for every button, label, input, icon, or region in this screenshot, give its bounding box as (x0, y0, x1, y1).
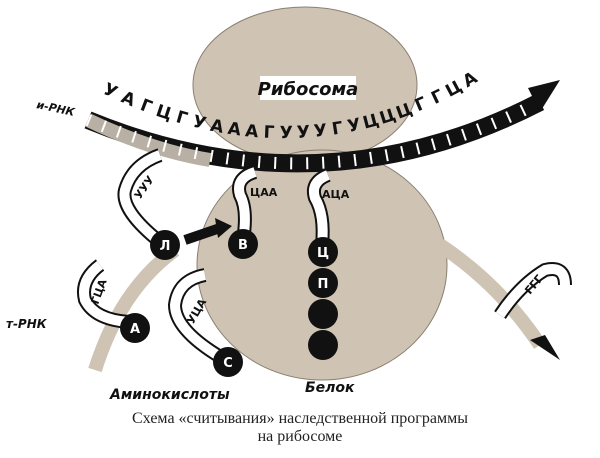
nucleotide: Г (412, 93, 430, 116)
figure-caption: Схема «считывания» наследственной програ… (0, 410, 600, 446)
nucleotide: Г (263, 123, 275, 143)
svg-text:С: С (223, 356, 233, 371)
trna-uca: УЦА (167, 268, 226, 365)
trna-uuu: УУУ (117, 148, 165, 248)
nucleotide: У (100, 79, 120, 103)
anticodon: АЦА (322, 188, 350, 201)
caption-line-2: на рибосоме (257, 428, 343, 445)
nucleotide: У (296, 122, 310, 143)
nucleotide: Г (137, 95, 154, 118)
transfer-arrowhead (215, 218, 232, 238)
amino-acid-v: В (228, 229, 258, 259)
trna-aca: АЦА (306, 168, 350, 246)
ribosome-label: Рибосома (258, 79, 359, 100)
amino-acid-a: А (120, 313, 150, 343)
mrna-ticks (85, 96, 543, 170)
svg-text:А: А (130, 322, 140, 337)
nucleotide: У (313, 121, 328, 142)
nucleotide: Ц (394, 99, 416, 123)
svg-text:Ц: Ц (317, 246, 329, 261)
nucleotide: У (280, 123, 293, 143)
nucleotide: Г (330, 118, 344, 139)
nucleotide: А (244, 121, 260, 142)
amino-acid-s: С (213, 347, 243, 377)
trna-caa: ЦАА (232, 165, 278, 242)
nucleotide: Г (174, 107, 190, 129)
nucleotide: А (209, 116, 226, 138)
amino-acid-l: Л (150, 230, 180, 260)
ribosome-label-box (260, 76, 356, 100)
mrna-arrowhead (528, 80, 560, 112)
nucleotide: У (346, 115, 363, 137)
caption-line-1: Схема «считывания» наследственной програ… (132, 410, 468, 427)
svg-text:В: В (238, 238, 248, 253)
trna-label: т-РНК (6, 317, 48, 331)
svg-text:Л: Л (160, 239, 171, 254)
amino-acids-label: Аминокислоты (109, 387, 230, 403)
nucleotide: Ц (377, 105, 398, 129)
protein-label: Белок (305, 380, 355, 396)
nucleotide: Ц (153, 101, 174, 125)
mrna-strand-start (84, 113, 212, 167)
trna-ggg: ГГГ (494, 262, 572, 319)
nucleotide: Ц (361, 110, 381, 133)
exit-arrowhead (530, 335, 560, 360)
mrna-label: и-РНК (35, 98, 76, 119)
trna-entry-path (88, 244, 180, 373)
nucleotide: А (118, 88, 139, 112)
protein-chain: Ц П (308, 237, 338, 360)
svg-text:П: П (318, 277, 329, 292)
nucleotide: У (191, 112, 208, 134)
anticodon: ЦАА (250, 186, 278, 199)
trna-exit-path (436, 239, 546, 349)
nucleotide: А (226, 119, 243, 141)
nucleotide: А (460, 68, 482, 92)
transfer-arrow (183, 223, 222, 245)
